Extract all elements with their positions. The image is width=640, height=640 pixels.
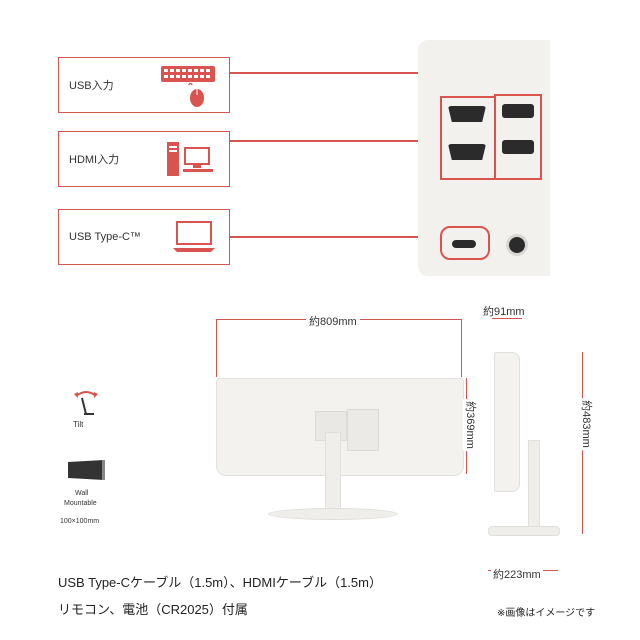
usb-highlight bbox=[494, 94, 542, 180]
width-dim-tick-right bbox=[461, 319, 462, 377]
hdmi-leader-line bbox=[230, 140, 440, 142]
usbc-input-label: USB Type-C™ bbox=[69, 231, 141, 243]
accessories-line1: USB Type-Cケーブル（1.5m）、HDMIケーブル（1.5m） bbox=[58, 575, 382, 590]
depth-dim-line bbox=[492, 318, 522, 319]
wall-label-line2: Mountable bbox=[64, 500, 97, 507]
hdmi-input-label: HDMI入力 bbox=[69, 154, 120, 166]
wall-mount-icon bbox=[68, 460, 105, 480]
hdmi-input-box: HDMI入力 bbox=[58, 131, 230, 187]
usb-input-box: USB入力 bbox=[58, 57, 230, 113]
stand-base bbox=[268, 508, 398, 520]
usb-input-label: USB入力 bbox=[69, 80, 114, 92]
width-dim-label: 約809mm bbox=[306, 313, 360, 329]
usbc-leader-line bbox=[230, 236, 442, 238]
image-note: ※画像はイメージです bbox=[497, 608, 596, 619]
monitor-io-block bbox=[347, 409, 379, 451]
port-panel bbox=[418, 40, 550, 276]
width-dim-tick-left bbox=[216, 319, 217, 377]
accessories-line2: リモコン、電池（CR2025）付属 bbox=[58, 602, 248, 617]
audio-jack bbox=[506, 234, 528, 256]
hdmi-port-1 bbox=[448, 106, 486, 122]
usb-port-1 bbox=[502, 104, 534, 118]
height-dim-label: 約369mm bbox=[462, 399, 479, 451]
side-stand bbox=[528, 440, 540, 532]
side-base bbox=[488, 526, 560, 536]
usbc-input-box: USB Type-C™ bbox=[58, 209, 230, 265]
pc-tower-icon bbox=[167, 142, 213, 176]
keyboard-mouse-icon bbox=[161, 66, 215, 107]
wall-label-line1: Wall bbox=[75, 490, 89, 497]
stand-neck bbox=[325, 432, 341, 514]
tilt-label: Tilt bbox=[73, 420, 84, 429]
usbc-highlight bbox=[440, 226, 490, 260]
total-height-label: 約483mm bbox=[578, 398, 595, 450]
usb-port-2 bbox=[502, 140, 534, 154]
laptop-icon bbox=[173, 221, 215, 252]
usbc-port bbox=[452, 240, 476, 248]
usb-leader-line bbox=[230, 72, 522, 74]
wall-spec-label: 100×100mm bbox=[60, 518, 100, 525]
base-depth-label: 約223mm bbox=[491, 566, 543, 582]
side-panel bbox=[494, 352, 520, 492]
tilt-icon bbox=[74, 391, 98, 415]
hdmi-port-2 bbox=[448, 144, 486, 160]
depth-dim-label: 約91mm bbox=[483, 306, 525, 318]
